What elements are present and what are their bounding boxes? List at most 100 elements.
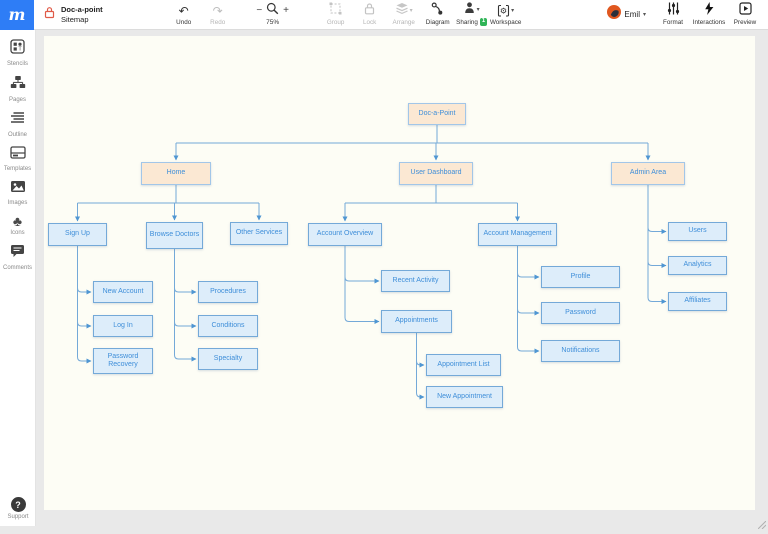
arrange-caret-icon: ▾	[409, 7, 413, 14]
preview-play-icon	[738, 1, 752, 20]
diagram-node-profile[interactable]: Profile	[541, 266, 620, 288]
diagram-node-procedures[interactable]: Procedures	[198, 281, 258, 303]
diagram-node-notifications[interactable]: Notifications	[541, 340, 620, 362]
zoom-out-button[interactable]: −	[256, 4, 263, 16]
preview-button[interactable]: Preview	[728, 0, 762, 30]
diagram-node-admin-area[interactable]: Admin Area	[611, 162, 685, 185]
sidebar-item-icons[interactable]: ♣ Icons	[0, 214, 36, 236]
lock-label: Lock	[363, 18, 377, 26]
images-icon	[10, 180, 26, 198]
diagram-node-affiliates[interactable]: Affiliates	[668, 292, 727, 311]
lock-icon	[363, 2, 376, 20]
diagram-node-specialty[interactable]: Specialty	[198, 348, 258, 370]
workspace-button[interactable]: ⚙ ▾ Workspace	[489, 0, 523, 30]
zoom-in-button[interactable]: +	[283, 4, 290, 16]
top-toolbar: m Doc-a-point Sitemap ↶ Undo ↷ Redo −	[0, 0, 768, 30]
arrange-label: Arrange	[392, 18, 415, 26]
diagram-node-account-management[interactable]: Account Management	[478, 223, 557, 246]
undo-button[interactable]: ↶ Undo	[167, 0, 201, 30]
redo-icon: ↷	[212, 3, 223, 18]
question-mark-icon: ?	[10, 497, 26, 512]
templates-icon	[9, 146, 26, 164]
diagram-node-appointments[interactable]: Appointments	[381, 310, 452, 333]
document-lock-icon	[44, 6, 55, 24]
sharing-person-icon	[464, 1, 476, 19]
lightning-bolt-icon	[703, 1, 715, 20]
diagram-node-new-account[interactable]: New Account	[93, 281, 153, 303]
sharing-count-badge: 1	[479, 17, 488, 27]
diagram-node-password-recovery[interactable]: Password Recovery	[93, 348, 153, 374]
toolbar-right-group: Emil ▾ Format	[607, 0, 768, 30]
diagram-node-browse-doctors[interactable]: Browse Doctors	[146, 222, 203, 249]
group-icon	[329, 2, 342, 20]
group-button[interactable]: Group	[319, 0, 353, 30]
diagram-node-account-overview[interactable]: Account Overview	[308, 223, 382, 246]
diagram-button[interactable]: Diagram	[421, 0, 455, 30]
redo-label: Redo	[210, 18, 226, 26]
diagram-node-home[interactable]: Home	[141, 162, 211, 185]
diagram-node-log-in[interactable]: Log In	[93, 315, 153, 337]
workspace-caret-icon: ▾	[511, 7, 515, 14]
sidebar-item-label: Comments	[2, 265, 32, 271]
group-label: Group	[326, 18, 345, 26]
sidebar-item-pages[interactable]: Pages	[0, 75, 36, 103]
interactions-button[interactable]: Interactions	[692, 0, 726, 30]
sidebar-item-label: Templates	[3, 166, 32, 172]
moqups-logo[interactable]: m	[0, 0, 34, 30]
left-sidebar: T Stencils Pages	[0, 30, 36, 526]
zoom-level[interactable]: 75%	[266, 18, 280, 26]
avatar	[607, 5, 622, 24]
outline-icon	[10, 111, 25, 130]
arrange-button[interactable]: ▾ Arrange	[387, 0, 421, 30]
arrange-layers-icon	[395, 2, 409, 20]
workspace-gear-icon: ⚙	[497, 4, 510, 17]
redo-button[interactable]: ↷ Redo	[201, 0, 235, 30]
diagram-node-conditions[interactable]: Conditions	[198, 315, 258, 337]
diagram-node-password[interactable]: Password	[541, 302, 620, 324]
lock-button[interactable]: Lock	[353, 0, 387, 30]
comment-bubble-icon	[10, 244, 25, 263]
diagram-node-users[interactable]: Users	[668, 222, 727, 241]
user-caret-icon: ▾	[642, 11, 646, 18]
sidebar-item-label: Outline	[7, 132, 27, 138]
sidebar-item-outline[interactable]: Outline	[0, 111, 36, 138]
svg-text:⚙: ⚙	[500, 6, 507, 15]
document-info: Doc-a-point Sitemap	[44, 5, 103, 25]
sharing-button[interactable]: ▾ Sharing 1	[455, 0, 489, 30]
pages-icon	[10, 75, 26, 95]
sidebar-item-images[interactable]: Images	[0, 180, 36, 206]
diagram-node-sign-up[interactable]: Sign Up	[48, 223, 107, 246]
user-menu[interactable]: Emil ▾	[607, 5, 646, 24]
diagram-node-recent-activity[interactable]: Recent Activity	[381, 270, 450, 292]
undo-icon: ↶	[178, 3, 189, 18]
diagram-label: Diagram	[425, 18, 450, 26]
undo-label: Undo	[176, 18, 192, 26]
user-name: Emil	[624, 10, 640, 19]
sharing-label: Sharing	[456, 18, 478, 26]
sidebar-item-templates[interactable]: Templates	[0, 146, 36, 172]
sharing-caret-icon: ▾	[476, 6, 480, 13]
sidebar-item-label: Images	[7, 200, 28, 206]
sidebar-item-comments[interactable]: Comments	[0, 244, 36, 271]
document-title-line1: Doc-a-point	[61, 4, 103, 14]
document-title-line2: Sitemap	[61, 14, 89, 24]
diagram-node-other-services[interactable]: Other Services	[230, 222, 288, 245]
diagram-node-user-dashboard[interactable]: User Dashboard	[399, 162, 473, 185]
resize-grip-icon	[757, 516, 767, 530]
sidebar-item-label: Pages	[8, 97, 26, 103]
document-title[interactable]: Doc-a-point Sitemap	[61, 5, 103, 25]
diagram-node-new-appointment[interactable]: New Appointment	[426, 386, 503, 408]
format-button[interactable]: Format	[656, 0, 690, 30]
sidebar-item-label: Icons	[10, 230, 25, 236]
sidebar-item-stencils[interactable]: T Stencils	[0, 39, 36, 67]
diagram-node-doc-a-point[interactable]: Doc-a-Point	[408, 103, 466, 125]
support-button[interactable]: ? Support	[0, 497, 36, 520]
magnifier-icon	[266, 2, 279, 20]
diagram-node-analytics[interactable]: Analytics	[668, 256, 727, 275]
svg-text:T: T	[18, 47, 22, 53]
preview-label: Preview	[733, 18, 757, 26]
stencils-icon: T	[10, 39, 25, 59]
interactions-label: Interactions	[692, 18, 726, 26]
diagram-node-appointment-list[interactable]: Appointment List	[426, 354, 501, 376]
